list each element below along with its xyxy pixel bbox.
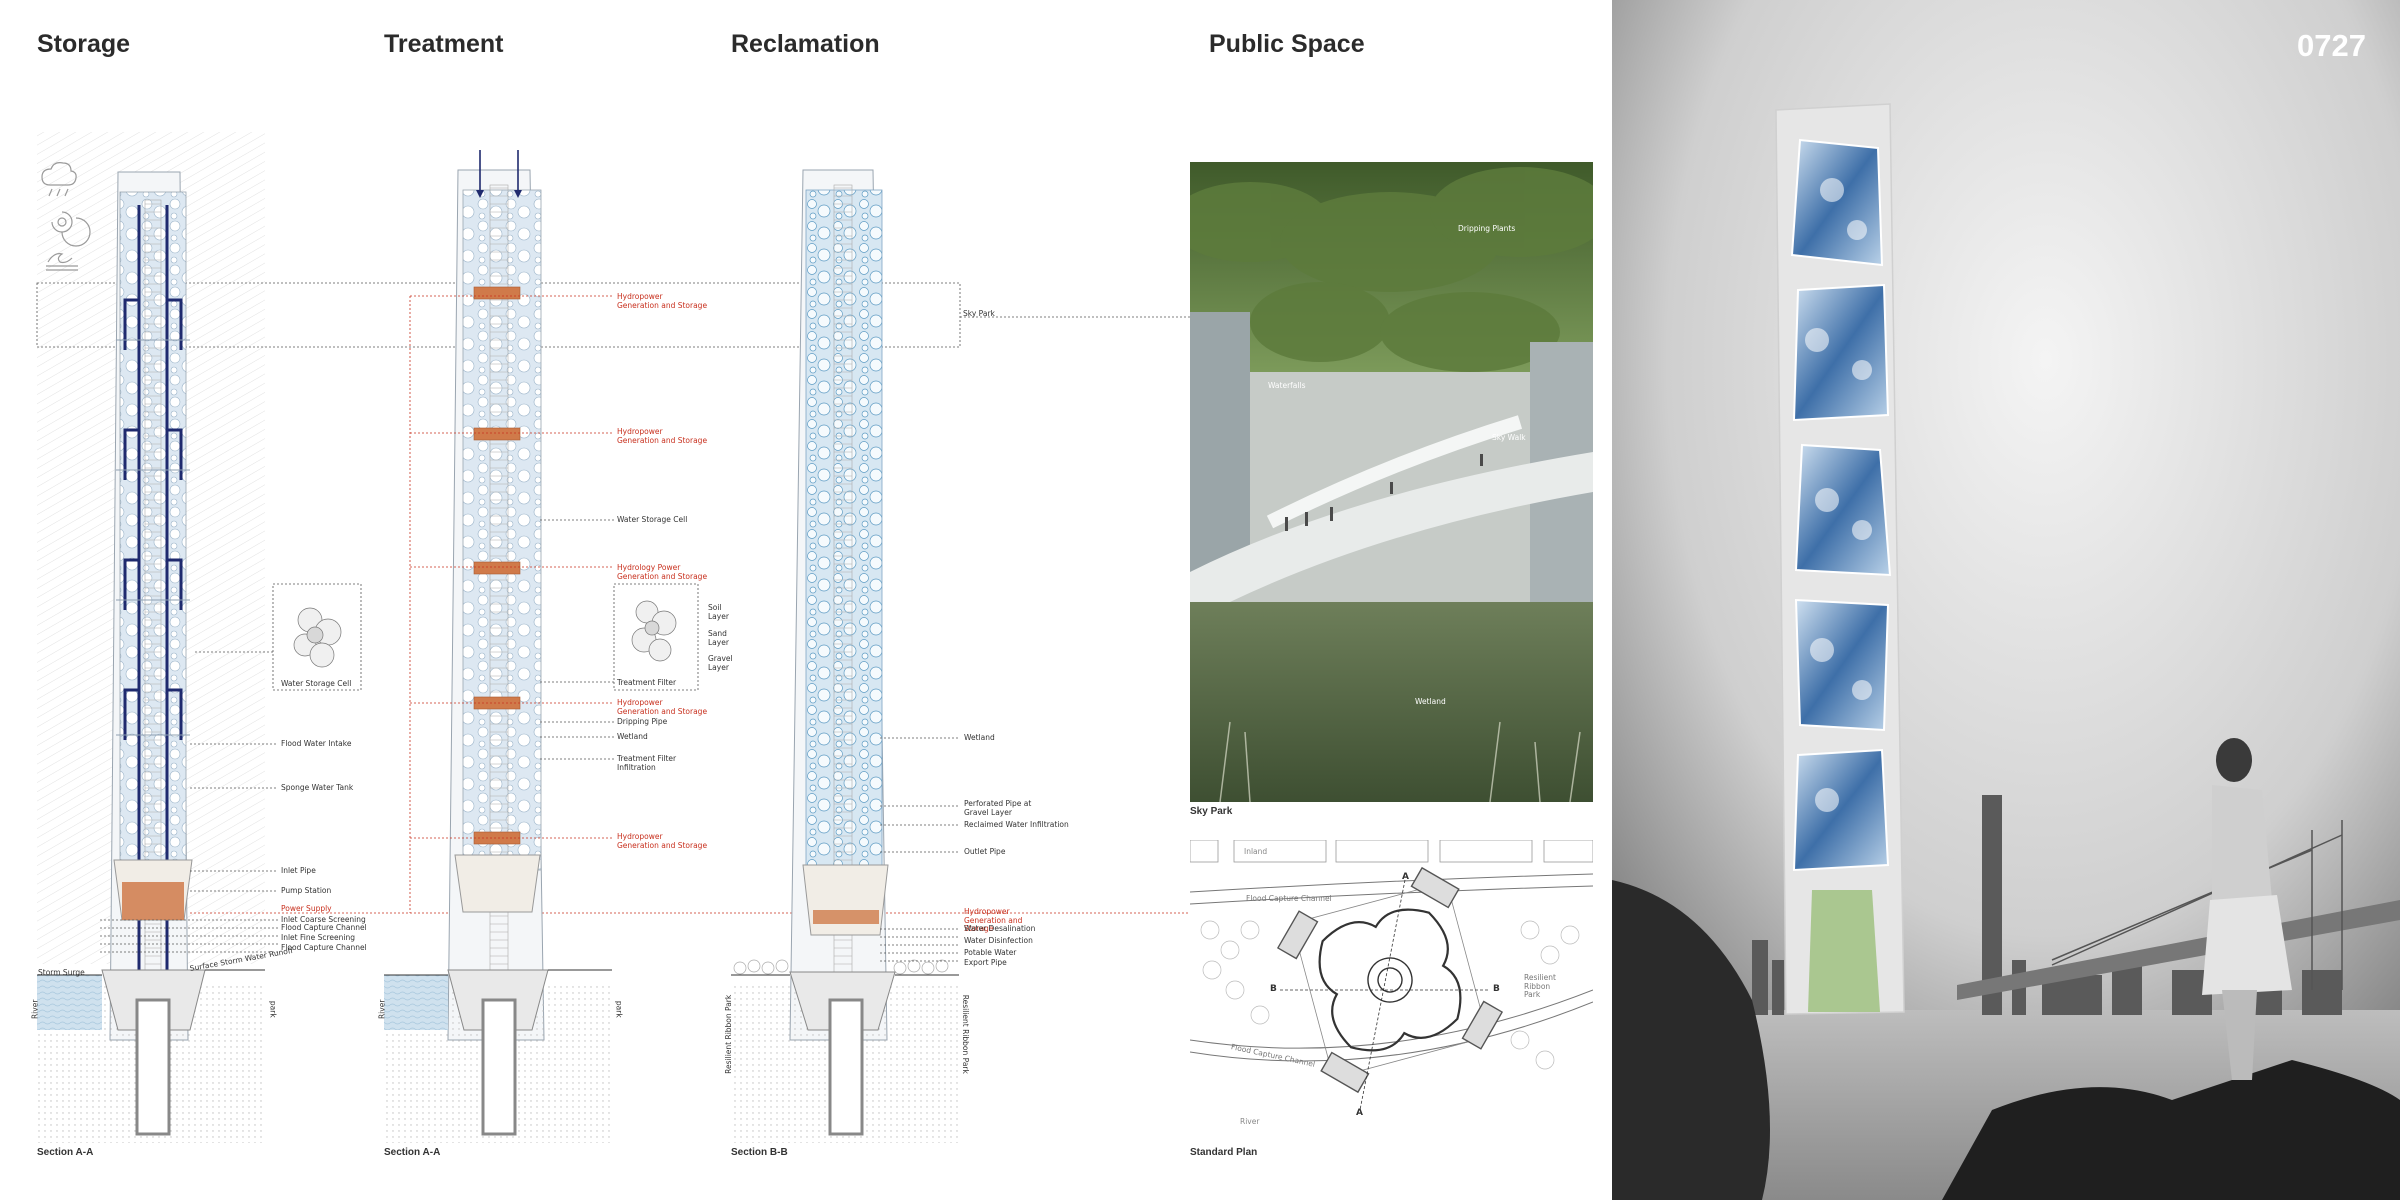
generation-storage-text: Generation and Storage xyxy=(617,571,708,581)
standard-plan-caption: Standard Plan xyxy=(1190,1147,1258,1158)
hydropower-text: Hydropower xyxy=(617,832,663,841)
water-storage-cell-label: Water Storage Cell xyxy=(617,515,688,524)
hydropower-text: Hydropower xyxy=(617,698,663,707)
sponge-water-tank-label: Sponge Water Tank xyxy=(281,783,354,792)
inlet-coarse-screening-label: Inlet Coarse Screening xyxy=(281,915,366,924)
river-label: River xyxy=(1240,1117,1260,1126)
sky-park-label: Sky Park xyxy=(963,309,995,318)
treatment-filter-label: Treatment Filter xyxy=(617,678,677,687)
sky-park-render: Dripping Plants Waterfalls Sky Walk Wetl… xyxy=(1190,162,1593,802)
flood-water-intake-label: Flood Water Intake xyxy=(281,739,352,748)
section-caption: Section A-A xyxy=(384,1147,441,1158)
soil-layer-label: Soil Layer xyxy=(708,603,729,621)
generation-storage-text: Generation and Storage xyxy=(617,706,708,716)
inlet-pipe-label: Inlet Pipe xyxy=(281,866,316,875)
section-a-marker: A xyxy=(1356,1108,1363,1118)
river-label: River xyxy=(377,999,387,1020)
section-b-marker: B xyxy=(1270,984,1277,994)
generation-storage-text: Generation and Storage xyxy=(617,300,708,310)
waterfalls-label: Waterfalls xyxy=(1268,381,1306,390)
treatment-section xyxy=(384,150,699,1143)
flood-capture-channel-label: Flood Capture Channel xyxy=(281,923,367,932)
park-label: park xyxy=(614,1000,624,1018)
tower-render-photo: 0727 xyxy=(1612,0,2400,1200)
perforated-pipe-label: Perforated Pipe at Gravel Layer xyxy=(964,799,1032,817)
hydrology-power-text: Hydrology Power xyxy=(617,563,681,572)
treatment-filter-label: Treatment Filter xyxy=(617,754,677,763)
standard-plan-drawing: Inland Flood Capture Channel Flood Captu… xyxy=(1190,840,1593,1142)
flood-capture-channel-label: Flood Capture Channel xyxy=(1246,894,1332,903)
section-caption: Section B-B xyxy=(731,1147,788,1158)
reclamation-section xyxy=(731,169,1190,1143)
river-label: River xyxy=(30,999,40,1020)
section-b-marker: B xyxy=(1493,984,1500,994)
sky-walk-label: Sky Walk xyxy=(1492,433,1526,442)
presentation-board: Storage Treatment Reclamation Public Spa… xyxy=(30,30,1593,1158)
rain-icon xyxy=(41,162,77,197)
wetland-label: Wetland xyxy=(617,732,648,741)
inland-label: Inland xyxy=(1244,847,1268,856)
hydropower-text: Hydropower xyxy=(617,427,663,436)
dripping-plants-label: Dripping Plants xyxy=(1458,224,1516,233)
water-desalination-label: Water Desalination xyxy=(964,924,1036,933)
person-figure xyxy=(2202,738,2292,1080)
pump-station-label: Pump Station xyxy=(281,886,332,895)
gravel-layer-label: Gravel Layer xyxy=(708,654,733,672)
section-diagrams xyxy=(36,132,1190,1143)
resilient-ribbon-park-label: Resilient Ribbon Park xyxy=(960,994,970,1074)
sand-layer-label: Sand Layer xyxy=(708,629,729,647)
generation-storage-text: Generation and Storage xyxy=(617,840,708,850)
hydropower-text: Hydropower xyxy=(617,292,663,301)
public-space-heading: Public Space xyxy=(1209,30,1365,58)
reclamation-heading: Reclamation xyxy=(731,30,880,58)
wetland-label: Wetland xyxy=(964,733,995,742)
resilient-ribbon-park-label: Resilient Ribbon Park xyxy=(1524,973,1556,1000)
reclaimed-water-infiltration-label: Reclaimed Water Infiltration xyxy=(964,820,1069,829)
dripping-pipe-label: Dripping Pipe xyxy=(617,717,668,726)
water-storage-cell-label: Water Storage Cell xyxy=(281,679,352,688)
flood-capture-channel-label: Flood Capture Channel xyxy=(281,943,367,952)
potable-water-label: Potable Water xyxy=(964,948,1017,957)
hydropower-label: Hydropower Generation and Storage xyxy=(964,907,1023,934)
hurricane-icon xyxy=(51,211,91,247)
outlet-pipe-label: Outlet Pipe xyxy=(964,847,1006,856)
section-a-marker: A xyxy=(1402,872,1409,882)
export-pipe-label: Export Pipe xyxy=(964,958,1007,967)
resilient-ribbon-park-label: Resilient Ribbon Park xyxy=(724,994,734,1074)
storage-section xyxy=(36,132,1190,1143)
section-caption: Section A-A xyxy=(37,1147,94,1158)
wetland-label: Wetland xyxy=(1415,697,1446,706)
inlet-fine-screening-label: Inlet Fine Screening xyxy=(281,933,355,942)
sky-park-caption: Sky Park xyxy=(1190,806,1233,817)
project-number: 0727 xyxy=(2297,28,2366,63)
infiltration-label: Infiltration xyxy=(617,763,656,772)
power-supply-label: Power Supply xyxy=(281,904,332,913)
wave-icon xyxy=(46,253,78,271)
storage-heading: Storage xyxy=(37,30,131,58)
storm-surge-label: Storm Surge xyxy=(38,968,85,977)
park-label: park xyxy=(268,1000,278,1018)
water-disinfection-label: Water Disinfection xyxy=(964,936,1033,945)
treatment-heading: Treatment xyxy=(384,30,504,58)
generation-storage-text: Generation and Storage xyxy=(617,435,708,445)
tower-structure xyxy=(1775,103,1905,1015)
